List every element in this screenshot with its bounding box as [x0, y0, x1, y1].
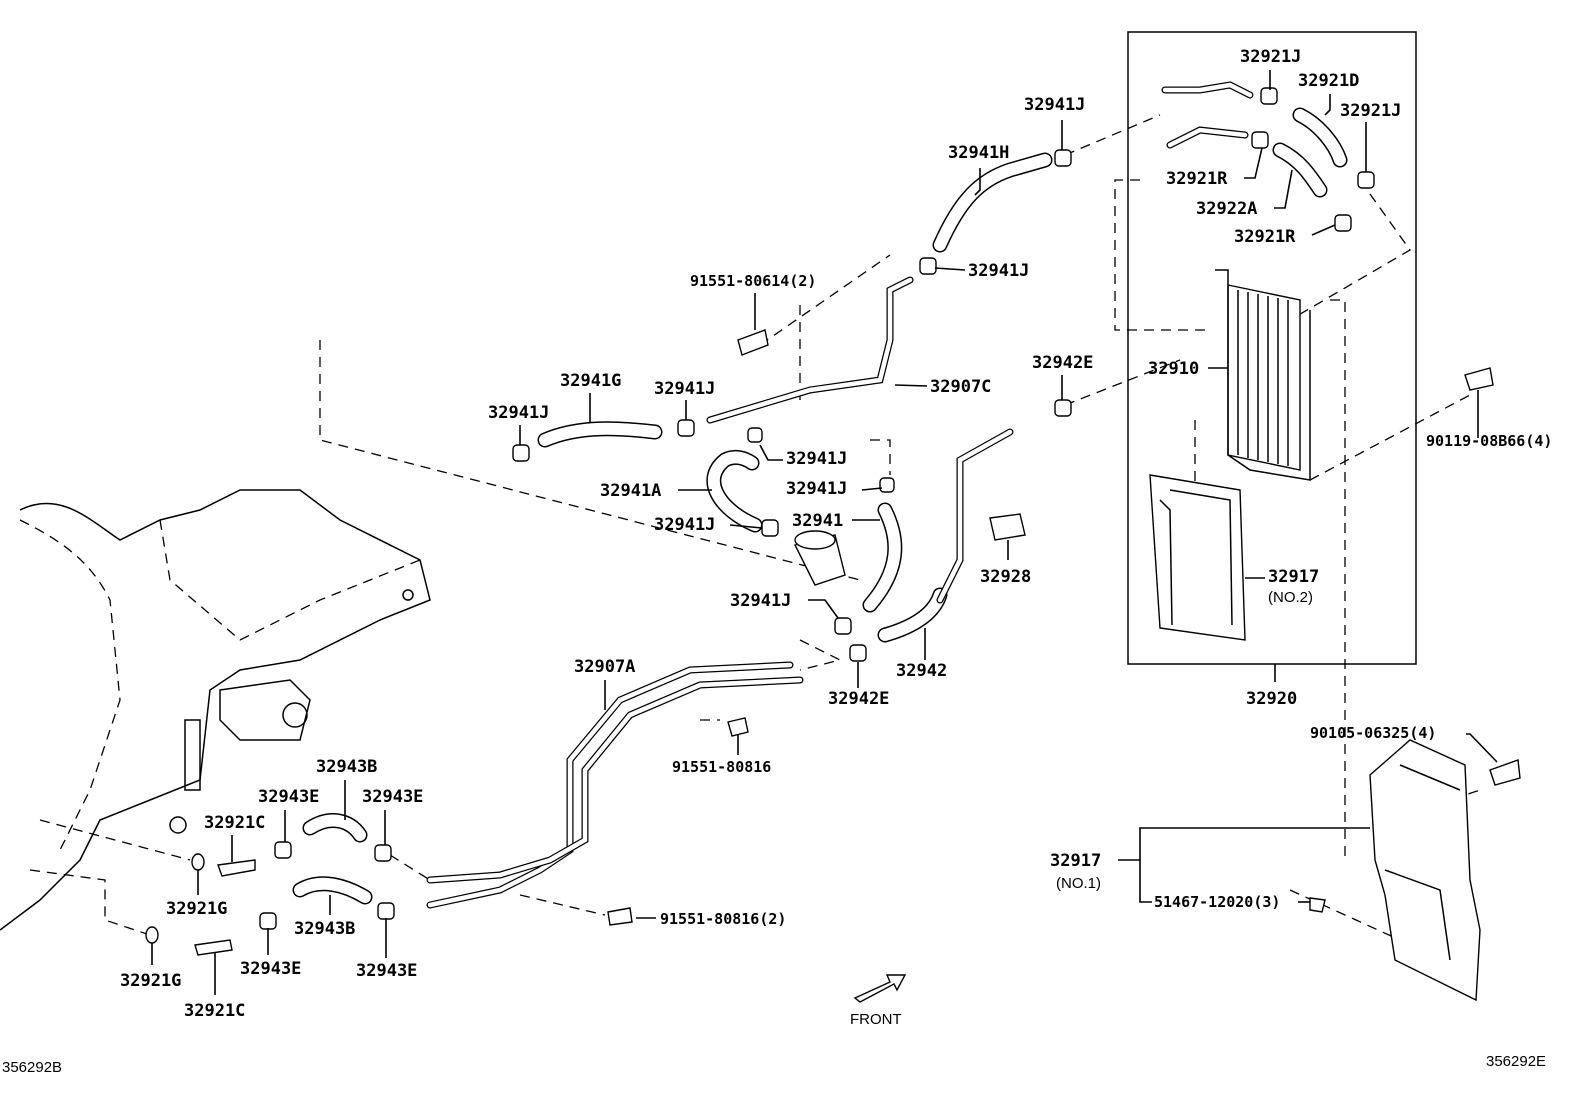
label-32943B: 32943B [316, 757, 377, 777]
label-32941J: 32941J [730, 591, 791, 611]
label-32942E: 32942E [1032, 353, 1093, 373]
label-91551-80816: 91551-80816 [672, 758, 771, 776]
label-32920: 32920 [1246, 689, 1297, 709]
bracket-no2 [1149, 474, 1246, 641]
transmission-outline [0, 489, 431, 931]
bracket-no1 [1369, 739, 1481, 1002]
label-32942E: 32942E [828, 689, 889, 709]
leader-lines [151, 70, 1498, 995]
label-32943E: 32943E [258, 787, 319, 807]
label-32921R: 32921R [1234, 227, 1296, 247]
label-32921C: 32921C [204, 813, 265, 833]
label-51467-12020: 51467-12020(3) [1154, 893, 1280, 911]
label-32943E: 32943E [356, 961, 417, 981]
label-91551-80614: 91551-80614(2) [690, 272, 816, 290]
ref-code-left: 356292B [2, 1059, 62, 1076]
label-32941G: 32941G [560, 371, 621, 391]
label-32941H: 32941H [948, 143, 1009, 163]
pipes [426, 81, 1254, 909]
label-32921C: 32921C [184, 1001, 245, 1021]
label-32921J: 32921J [1240, 47, 1301, 67]
front-arrow-icon [853, 974, 907, 1003]
label-32917-no1: 32917 [1050, 851, 1101, 871]
label-32943E: 32943E [240, 959, 301, 979]
dashed-guides [29, 114, 1481, 941]
ref-code-right: 356292E [1486, 1053, 1546, 1070]
label-32921D: 32921D [1298, 71, 1359, 91]
label-32943B: 32943B [294, 919, 355, 939]
label-32941J: 32941J [786, 479, 847, 499]
assembly-box-32920 [1127, 31, 1417, 665]
label-32941A: 32941A [600, 481, 661, 501]
label-32941J: 32941J [786, 449, 847, 469]
label-32921G: 32921G [120, 971, 181, 991]
label-32922A: 32922A [1196, 199, 1257, 219]
cover-32928 [989, 513, 1026, 541]
label-32928: 32928 [980, 567, 1031, 587]
label-32910: 32910 [1148, 359, 1199, 379]
label-90119-08B66: 90119-08B66(4) [1426, 432, 1552, 450]
clamps [145, 87, 1521, 956]
label-32941J: 32941J [654, 379, 715, 399]
label-32941J: 32941J [968, 261, 1029, 281]
label-32943E: 32943E [362, 787, 423, 807]
label-32941J: 32941J [654, 515, 715, 535]
label-32921J: 32921J [1340, 101, 1401, 121]
hoses [292, 107, 1348, 905]
label-90105-06325: 90105-06325(4) [1310, 724, 1436, 742]
label-32907A: 32907A [574, 657, 635, 677]
oil-cooler [1215, 269, 1311, 481]
label-32921R: 32921R [1166, 169, 1228, 189]
label-32921G: 32921G [166, 899, 227, 919]
label-32941J: 32941J [488, 403, 549, 423]
label-32907C: 32907C [930, 377, 991, 397]
label-no2: (NO.2) [1268, 589, 1313, 606]
label-32941: 32941 [792, 511, 843, 531]
label-32941J: 32941J [1024, 95, 1085, 115]
label-91551-80816-2: 91551-80816(2) [660, 910, 786, 928]
filter [793, 530, 846, 586]
label-no1: (NO.1) [1056, 875, 1101, 892]
front-label: FRONT [850, 1011, 902, 1028]
label-32942: 32942 [896, 661, 947, 681]
label-32917-no2: 32917 [1268, 567, 1319, 587]
